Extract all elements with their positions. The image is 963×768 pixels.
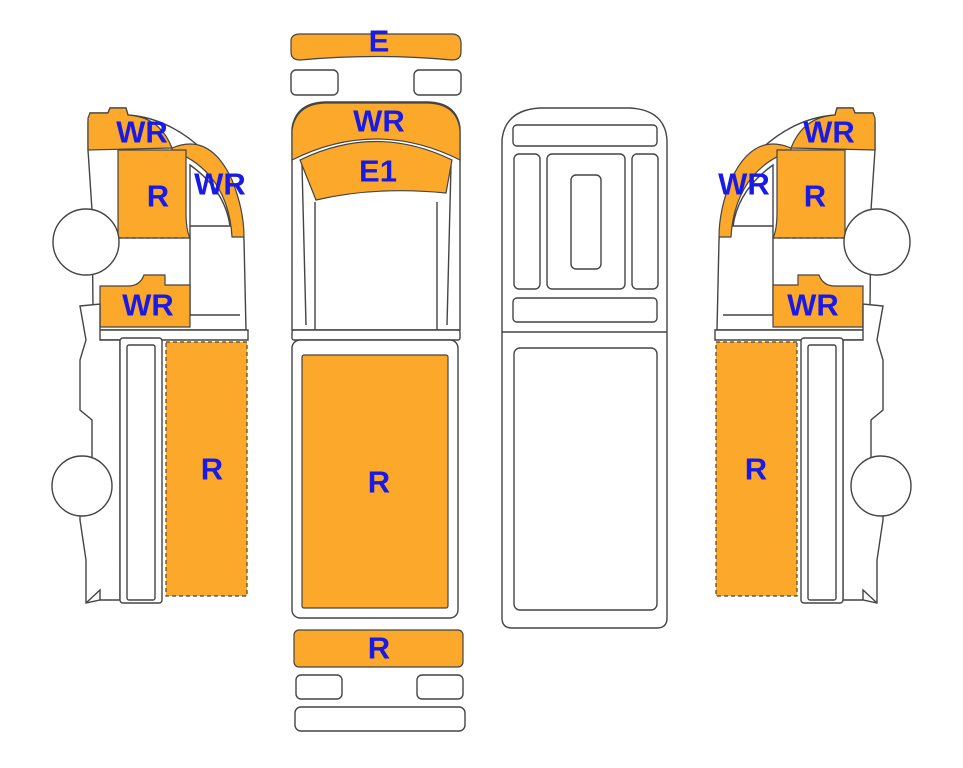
underside-cross-panel [512,297,658,323]
right-rear-wheel [850,455,912,517]
underside-left-rail [513,153,541,290]
underside-right-rail [631,153,659,290]
left-window [189,163,231,227]
label-left-upper: WR [116,115,168,150]
underside-view [501,107,668,629]
label-right-box-side: R [745,452,767,487]
left-mud-flap [85,588,101,604]
right-side-view [714,107,912,604]
cab-box-joint [291,329,461,341]
label-front-top: E [369,24,390,59]
right-chassis [842,303,884,604]
front-parts [290,33,462,96]
left-box-side-zone[interactable] [165,341,248,597]
underside-front-panel [512,124,658,147]
left-chassis [79,303,121,604]
left-box-inner [126,344,156,601]
rear-right-light [416,674,464,700]
label-right-windshield: WR [718,167,770,202]
right-window [732,163,774,227]
right-cab-base [714,329,868,341]
cab-inner-left-line [301,164,307,326]
front-right-light [413,69,462,96]
right-box-side-zone[interactable] [715,341,798,597]
cab-floor-line [314,202,438,330]
left-lower-zone[interactable] [99,274,191,328]
right-front-wheel [843,208,911,276]
left-cab-base [95,329,249,341]
label-right-upper: WR [803,115,855,150]
underside-box-floor [513,347,658,611]
rear-parts [293,629,466,732]
left-front-wheel [52,208,120,276]
underside-center-inner [570,174,602,270]
top-view-box [291,339,459,619]
label-box-roof: R [368,465,390,500]
label-cab-roof: E1 [359,154,397,189]
zone-labels: E WR E1 R R WR R WR WR R WR R WR WR R [116,24,855,666]
left-side-view [51,107,249,604]
label-left-windshield: WR [194,167,246,202]
label-left-box-side: R [201,452,223,487]
left-rear-wheel [51,455,113,517]
front-left-light [290,69,339,96]
front-bumper-zone[interactable] [290,33,462,61]
cab-roof-zone[interactable] [299,141,453,201]
label-cab-roof-front: WR [353,104,405,139]
cab-inner-right-line [446,164,452,326]
box-roof-zone[interactable] [301,354,449,609]
label-right-lower: WR [787,288,839,323]
label-rear-bottom: R [368,631,390,666]
label-right-cab-side: R [804,179,826,214]
right-lower-zone[interactable] [772,274,864,328]
label-left-cab-side: R [147,179,169,214]
rear-bumper [294,706,466,732]
right-box-inner [807,344,837,601]
cab-roof-front-zone[interactable] [291,102,461,161]
label-left-lower: WR [122,288,174,323]
rear-left-light [295,674,343,700]
rear-panel-zone[interactable] [293,629,464,668]
right-mud-flap [862,588,878,604]
